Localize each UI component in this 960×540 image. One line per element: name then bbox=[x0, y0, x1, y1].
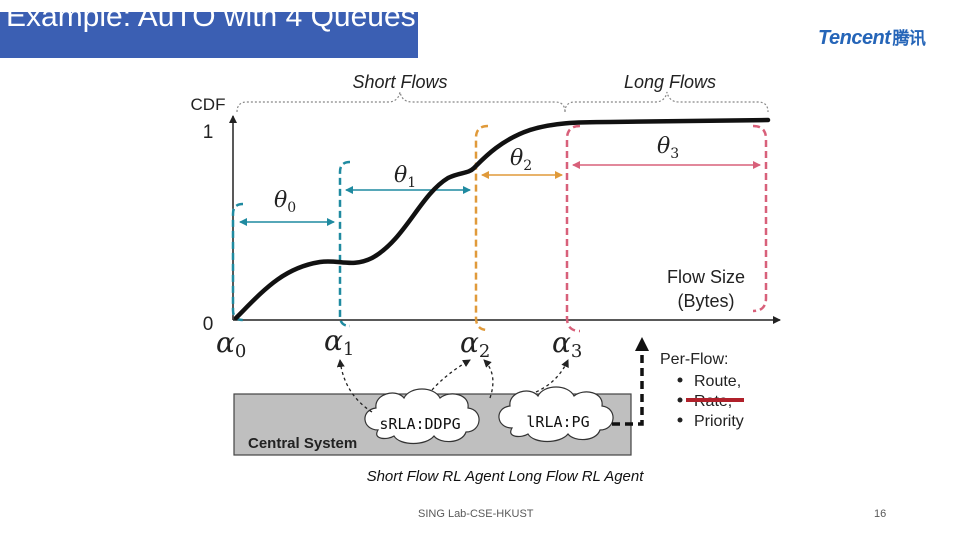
slide-title: Example: AuTO with 4 Queues bbox=[6, 12, 416, 33]
footer-text: SING Lab-CSE-HKUST bbox=[418, 508, 534, 520]
per-flow-title: Per-Flow: bbox=[660, 351, 728, 368]
agents-caption: Short Flow RL Agent Long Flow RL Agent bbox=[367, 468, 645, 485]
bullet-rate bbox=[677, 397, 683, 403]
logo-text: Tencent bbox=[818, 27, 891, 49]
bullet-route bbox=[677, 377, 683, 383]
cdf-curve bbox=[233, 117, 771, 321]
title-banner: Example: AuTO with 4 Queues bbox=[0, 12, 418, 58]
per-flow-arrow bbox=[612, 337, 649, 426]
threshold-bracket-1 bbox=[338, 160, 351, 328]
long-flows-brace bbox=[564, 91, 769, 113]
bullet-priority bbox=[677, 417, 683, 423]
x-axis-label-line2: (Bytes) bbox=[677, 291, 734, 311]
arrow-to-alpha3 bbox=[535, 359, 569, 393]
central-system-label: Central System bbox=[248, 435, 357, 452]
y-axis-label: CDF bbox=[191, 95, 226, 114]
per-flow-item-priority: Priority bbox=[694, 413, 744, 430]
arrow-to-alpha1 bbox=[336, 359, 373, 413]
threshold-bracket-3b bbox=[752, 124, 768, 313]
long-flows-label: Long Flows bbox=[624, 72, 716, 92]
arrow-to-alpha2-from-short bbox=[431, 359, 471, 391]
short-flows-brace bbox=[236, 91, 566, 113]
y-tick-top: 1 bbox=[203, 122, 214, 143]
threshold-bracket-3a bbox=[565, 124, 581, 333]
theta-label-3: θ3 bbox=[657, 134, 679, 162]
short-agent-label: sRLA:DDPG bbox=[379, 415, 460, 433]
x-axis-label-line1: Flow Size bbox=[667, 267, 745, 287]
theta-label-1: θ1 bbox=[394, 163, 416, 191]
theta-label-2: θ2 bbox=[510, 146, 532, 174]
per-flow-item-route: Route, bbox=[694, 373, 741, 390]
long-agent-label: lRLA:PG bbox=[526, 413, 589, 431]
alpha-label-0: α0 bbox=[216, 326, 246, 362]
alpha-label-3: α3 bbox=[552, 326, 582, 362]
alpha-label-1: α1 bbox=[324, 324, 354, 360]
threshold-bracket-2 bbox=[474, 124, 489, 332]
arrow-to-alpha2-from-long bbox=[483, 359, 494, 399]
short-flows-label: Short Flows bbox=[352, 72, 447, 92]
long-agent-cloud bbox=[498, 386, 614, 443]
short-agent-cloud bbox=[364, 388, 480, 445]
theta-label-0: θ0 bbox=[274, 188, 296, 216]
logo-cn-text: 腾讯 bbox=[892, 29, 926, 49]
alpha-label-2: α2 bbox=[460, 326, 490, 362]
y-tick-bottom: 0 bbox=[203, 314, 214, 335]
page-number: 16 bbox=[874, 508, 887, 520]
